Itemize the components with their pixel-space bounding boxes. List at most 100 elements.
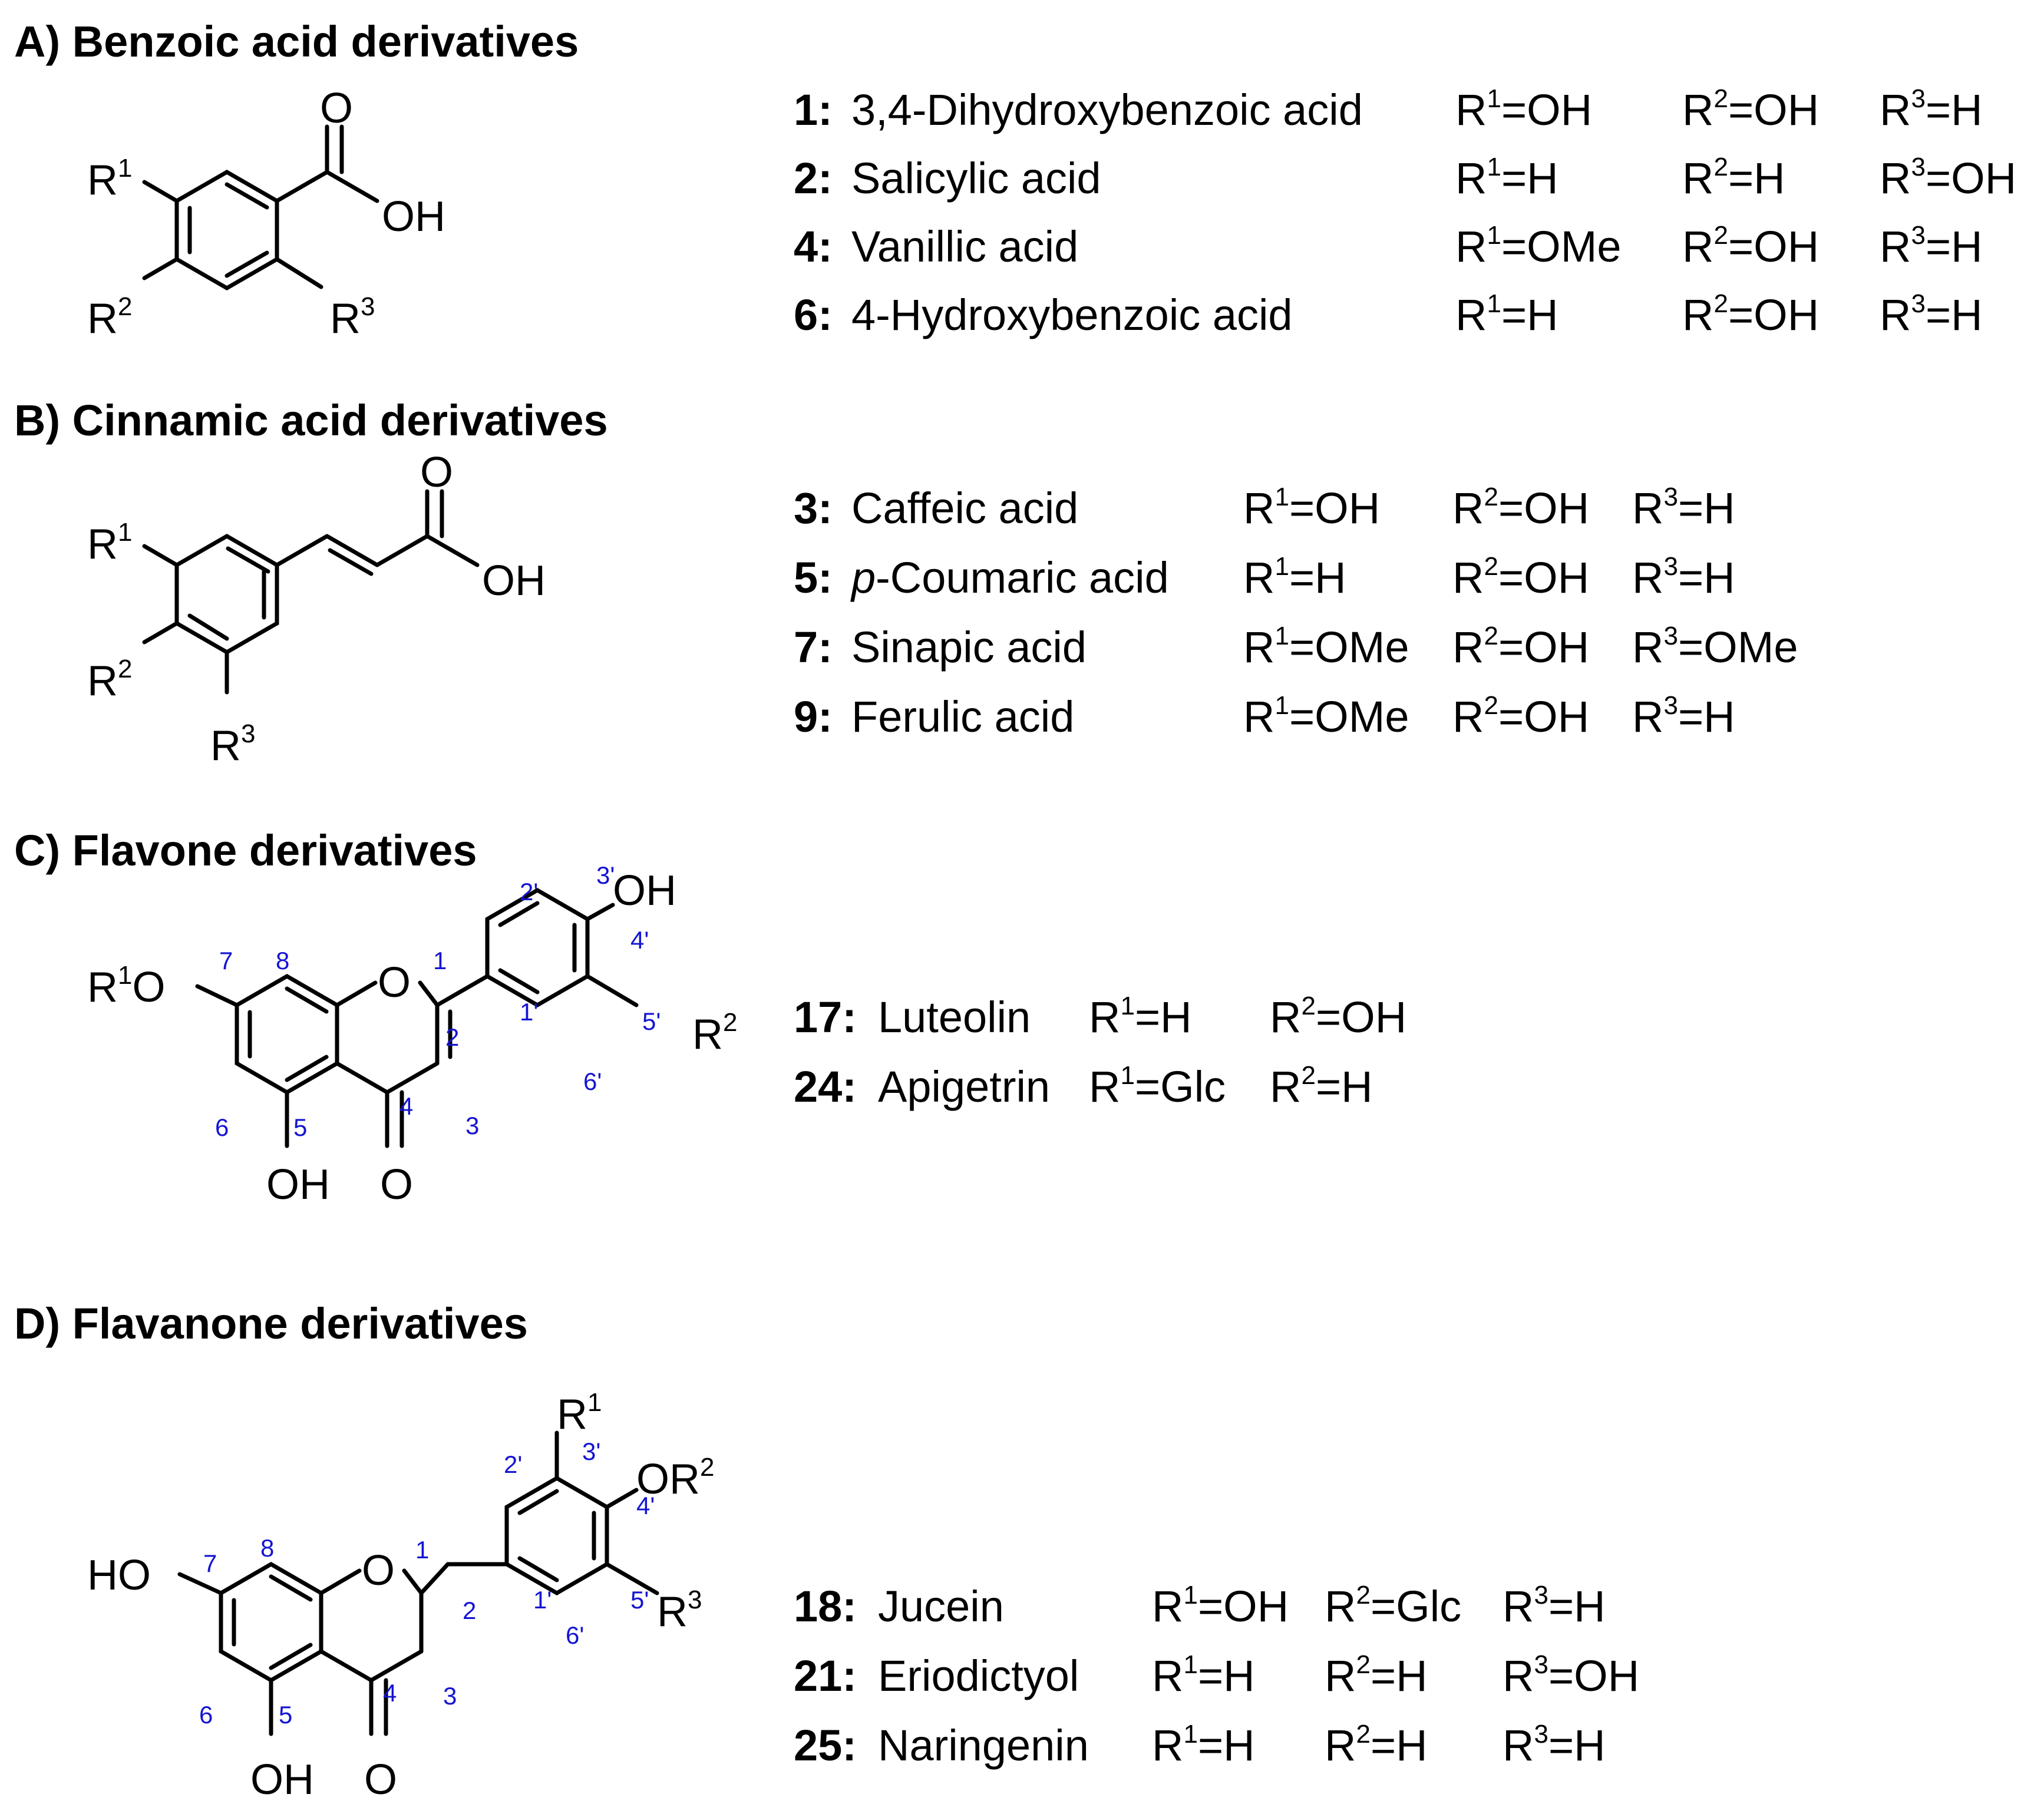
- pos-4: 4: [399, 1092, 413, 1120]
- r2-value: R2=OH: [1452, 622, 1590, 672]
- r3-value: R3=H: [1632, 552, 1735, 602]
- compound-number: 21:: [794, 1651, 857, 1700]
- pos-8: 8: [276, 947, 289, 974]
- or2-label: OR2: [636, 1453, 714, 1503]
- r2-value: R2=H: [1325, 1650, 1428, 1700]
- compound-number: 24:: [794, 1062, 857, 1111]
- compound-number: 7:: [794, 623, 833, 672]
- r1-label: R1: [87, 154, 132, 204]
- compound-name: Jucein: [878, 1582, 1004, 1631]
- compound-name: Vanillic acid: [851, 222, 1079, 271]
- r2-label: R2: [692, 1008, 737, 1058]
- compound-number: 3:: [794, 484, 833, 533]
- ring-o-label: O: [362, 1547, 395, 1594]
- compound-number: 9:: [794, 692, 833, 741]
- compound-name: 4-Hydroxybenzoic acid: [851, 290, 1293, 339]
- pos-2: 2: [463, 1597, 476, 1624]
- r3-value: R3=H: [1632, 691, 1735, 741]
- r1-value: R1=OMe: [1455, 221, 1622, 271]
- r3-label: R3: [330, 292, 375, 342]
- pos-1: 1: [433, 947, 447, 974]
- r3-value: R3=H: [1503, 1581, 1606, 1631]
- r1-value: R1=OH: [1243, 483, 1381, 533]
- carbonyl-o-label: O: [364, 1756, 397, 1803]
- r3-value: R3=OH: [1503, 1650, 1640, 1700]
- ring-o-label: O: [378, 959, 411, 1006]
- compound-name: Sinapic acid: [851, 623, 1087, 672]
- r1-value: R1=H: [1089, 992, 1192, 1042]
- compound-name: Apigetrin: [878, 1062, 1051, 1111]
- r1-value: R1=H: [1243, 552, 1346, 602]
- pos-3: 3: [465, 1112, 479, 1139]
- section-title-benzoic: A) Benzoic acid derivatives: [14, 17, 579, 66]
- r3-value: R3=H: [1503, 1720, 1606, 1770]
- flavone-structure: O OH O OH R1O R2 8 7 6 5 4 3 2 1 1' 2' 3…: [87, 861, 737, 1208]
- r3-value: R3=H: [1632, 483, 1735, 533]
- r2-label: R2: [87, 655, 132, 705]
- compound-number: 6:: [794, 290, 833, 339]
- pos-1p: 1': [533, 1586, 552, 1614]
- r1-value: R1=Glc: [1089, 1061, 1226, 1111]
- r2-value: R2=H: [1682, 153, 1785, 203]
- pos-2p: 2': [504, 1450, 522, 1478]
- r3-value: R3=OMe: [1632, 622, 1798, 672]
- r3-value: R3=H: [1880, 221, 1983, 271]
- compound-number: 18:: [794, 1582, 857, 1631]
- r1o-label: R1O: [87, 961, 166, 1011]
- r1-value: R1=OH: [1152, 1581, 1289, 1631]
- carbonyl-o-label: O: [320, 85, 353, 132]
- r1-label: R1: [557, 1388, 602, 1438]
- compound-number: 25:: [794, 1721, 857, 1770]
- r2-value: R2=OH: [1682, 84, 1820, 134]
- r1-value: R1=H: [1152, 1720, 1255, 1770]
- compound-name: Ferulic acid: [851, 692, 1075, 741]
- compound-number: 4:: [794, 222, 833, 271]
- r1-label: R1: [87, 518, 132, 568]
- hydroxyl-7-label: HO: [87, 1552, 151, 1599]
- pos-1: 1: [415, 1536, 429, 1564]
- r1-value: R1=H: [1455, 289, 1558, 339]
- r2-value: R2=OH: [1452, 552, 1590, 602]
- r1-value: R1=OMe: [1243, 622, 1409, 672]
- r1-value: R1=OH: [1455, 84, 1593, 134]
- compound-number: 5:: [794, 553, 833, 602]
- pos-2p: 2': [520, 878, 538, 906]
- r3-label: R3: [210, 719, 255, 769]
- section-title-flavanone: D) Flavanone derivatives: [14, 1299, 528, 1348]
- compound-number: 2:: [794, 154, 833, 203]
- compound-name: Eriodictyol: [878, 1651, 1079, 1700]
- hydroxyl-5-label: OH: [250, 1756, 314, 1803]
- r1-value: R1=H: [1152, 1650, 1255, 1700]
- r3-value: R3=H: [1880, 84, 1983, 134]
- carbonyl-o-label: O: [420, 449, 453, 496]
- pos-6p: 6': [583, 1068, 602, 1095]
- hydroxyl-4p-label: OH: [613, 867, 676, 914]
- r2-value: R2=OH: [1682, 289, 1820, 339]
- r2-value: R2=OH: [1682, 221, 1820, 271]
- compound-number: 17:: [794, 993, 857, 1042]
- compound-name: Caffeic acid: [851, 484, 1079, 533]
- carbonyl-o-label: O: [380, 1161, 413, 1208]
- pos-2: 2: [445, 1023, 459, 1051]
- r3-value: R3=H: [1880, 289, 1983, 339]
- pos-5p: 5': [642, 1007, 661, 1035]
- hydroxyl-label: OH: [482, 557, 546, 604]
- pos-4: 4: [383, 1679, 397, 1707]
- compound-name: 3,4-Dihydroxybenzoic acid: [851, 85, 1363, 134]
- r3-label: R3: [657, 1585, 702, 1635]
- hydroxyl-5-label: OH: [266, 1161, 330, 1208]
- r2-value: R2=OH: [1452, 691, 1590, 741]
- pos-6: 6: [199, 1701, 213, 1729]
- pos-5: 5: [279, 1701, 292, 1729]
- r2-label: R2: [87, 292, 132, 342]
- flavanone-structure: O HO OH O R1 OR2 R3 8 7 6 5 4 3 2 1 1' 2…: [87, 1388, 714, 1803]
- pos-7: 7: [219, 947, 233, 974]
- r2-value: R2=Glc: [1325, 1581, 1462, 1631]
- pos-4p: 4': [630, 926, 649, 954]
- r2-value: R2=OH: [1452, 483, 1590, 533]
- compound-name: Naringenin: [878, 1721, 1089, 1770]
- r1-value: R1=OMe: [1243, 691, 1409, 741]
- pos-3p: 3': [596, 861, 615, 889]
- pos-6p: 6': [566, 1621, 584, 1649]
- pos-8: 8: [260, 1534, 274, 1562]
